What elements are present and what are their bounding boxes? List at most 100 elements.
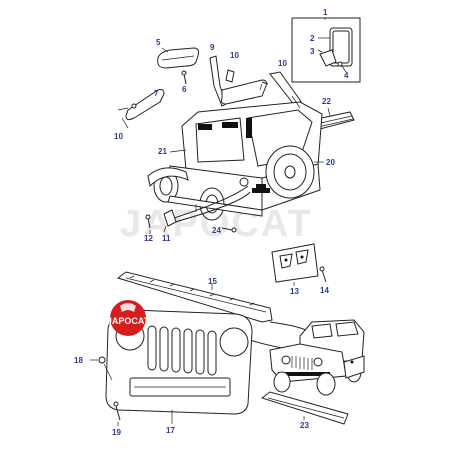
callout-22: 22 — [322, 97, 331, 106]
leader-10-left-b — [117, 107, 129, 111]
screw-19-shaft — [115, 405, 121, 421]
screw-24 — [221, 227, 237, 233]
bracket-hole-b — [300, 255, 304, 259]
callout-13: 13 — [290, 287, 299, 296]
logo-text: JAPOCAT — [107, 316, 150, 326]
decal-a — [198, 124, 212, 130]
callout-4: 4 — [344, 71, 349, 80]
callout-19: 19 — [112, 428, 121, 437]
pointer-line-c — [249, 339, 283, 349]
callout-12: 12 — [144, 234, 153, 243]
leader-22 — [327, 107, 331, 117]
pointer-line-a — [167, 185, 249, 221]
callout-21: 21 — [158, 147, 167, 156]
headlamp-right — [219, 327, 249, 357]
front-wheel-r — [316, 372, 336, 396]
leader-21 — [169, 149, 187, 153]
bar-23-line — [267, 397, 345, 419]
tag-light — [256, 184, 266, 190]
callout-2: 2 — [310, 34, 315, 43]
trim-22-line-b — [317, 118, 354, 128]
leader-11 — [163, 225, 167, 233]
mirror-screw-4 — [337, 61, 343, 67]
bumper-bar-23 — [260, 391, 349, 425]
leader-3 — [317, 49, 323, 53]
rear-lamp — [239, 177, 249, 187]
detail-frame — [291, 17, 361, 83]
hood-strip-line — [125, 277, 267, 313]
callout-10-top: 10 — [230, 51, 239, 60]
screw-14-head — [319, 266, 325, 272]
pointer-line-b — [167, 191, 251, 225]
callout-24: 24 — [212, 226, 221, 235]
bolt-18 — [90, 356, 113, 381]
interior-mirror — [157, 47, 199, 69]
spare-tire-hub — [284, 165, 296, 179]
grille-slot-3 — [171, 327, 181, 373]
logo-circle — [110, 300, 146, 336]
hood-strip-hatch — [129, 275, 255, 306]
fender-flare — [147, 167, 189, 188]
jeep-rear-view — [147, 101, 323, 221]
left-wheel-rim — [159, 176, 173, 196]
callout-10-left: 10 — [114, 132, 123, 141]
callout-15: 15 — [208, 277, 217, 286]
front-windshield-l — [311, 323, 333, 339]
callout-3: 3 — [310, 47, 315, 56]
rear-emblem — [252, 188, 270, 193]
bolt-18-head — [98, 356, 106, 364]
screw-19-head — [113, 401, 119, 407]
bolt-6-head — [181, 70, 187, 76]
callout-18: 18 — [74, 356, 83, 365]
bracket-body — [271, 243, 319, 283]
grille-slot-1 — [147, 325, 157, 371]
logo-mark — [120, 303, 136, 312]
mirror-detail-box — [291, 17, 361, 83]
visor-screw — [131, 103, 137, 109]
callout-7: 7 — [154, 89, 159, 98]
callout-14: 14 — [320, 286, 329, 295]
mini-headlamp-l — [281, 355, 291, 365]
screw-12 — [145, 214, 151, 234]
trim-strip-22 — [311, 107, 355, 131]
mini-headlamp-r — [313, 357, 323, 367]
callout-5: 5 — [156, 38, 161, 47]
japocat-logo: JAPOCAT — [107, 300, 150, 336]
grille-slot-6 — [207, 330, 217, 376]
screw-12-shaft — [147, 217, 151, 229]
screw-19 — [113, 401, 121, 426]
sun-visor-right — [221, 69, 269, 105]
bolt-6-shaft — [183, 73, 187, 85]
leader-10-left — [121, 117, 129, 129]
grille-slot-4 — [183, 328, 193, 374]
mirror-arm — [319, 49, 337, 67]
front-windshield-r — [335, 321, 359, 337]
pointer-line-d — [269, 321, 311, 333]
callout-11: 11 — [162, 234, 171, 243]
leader-4 — [341, 65, 347, 73]
license-plate-bracket — [271, 243, 319, 286]
callout-17: 17 — [166, 426, 175, 435]
bolt-18-path — [103, 363, 113, 381]
callout-20: 20 — [326, 158, 335, 167]
rear-bumper — [167, 195, 263, 217]
mini-bumper — [278, 372, 330, 376]
callout-10-right: 10 — [278, 59, 287, 68]
callout-6: 6 — [182, 85, 187, 94]
sun-visor-right-body — [221, 79, 267, 105]
leader-5 — [161, 47, 169, 53]
grille-slot-2 — [159, 326, 169, 372]
trim-22-line-a — [315, 115, 353, 125]
bracket-hole-a — [284, 258, 288, 262]
mini-marker — [350, 360, 354, 364]
clip-11-body — [163, 209, 177, 227]
mini-grille-slots — [291, 356, 313, 370]
clip-11 — [163, 209, 177, 233]
callout-1: 1 — [323, 8, 328, 17]
grille-slot-5 — [195, 329, 205, 375]
decal-c — [246, 118, 252, 138]
sun-visor-left-body — [125, 89, 165, 121]
visor-pivot — [261, 81, 269, 85]
screw-14-shaft — [321, 269, 327, 283]
